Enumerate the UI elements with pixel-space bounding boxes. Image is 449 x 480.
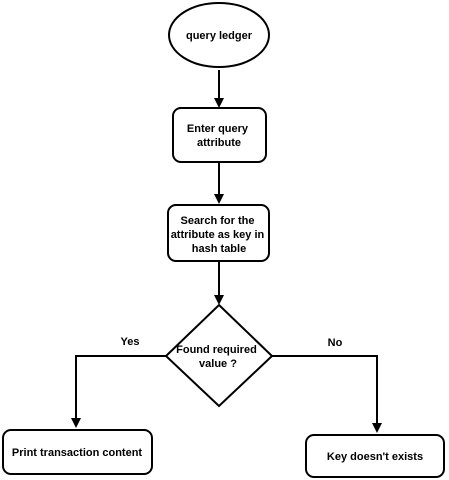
key-missing-node: Key doesn't exists: [305, 434, 445, 478]
key-missing-line-1: Key doesn't exists: [327, 451, 423, 463]
yes-label: Yes: [121, 336, 140, 348]
no-label: No: [328, 337, 343, 349]
search-line-3: hash table: [192, 243, 246, 255]
decision-node: Found required value ?: [164, 303, 274, 408]
start-node-label: query ledger: [186, 30, 253, 42]
enter-query-line-2: attribute: [197, 137, 241, 149]
enter-query-node: Enter query attribute: [172, 107, 267, 163]
search-line-1: Search for the: [180, 215, 254, 227]
print-transaction-label: Print transaction content: [12, 447, 143, 459]
enter-query-label: Enter query attribute: [187, 123, 251, 149]
decision-label: Found required value ?: [176, 344, 260, 370]
start-label-line-1: query ledger: [186, 30, 253, 42]
decision-line-1: Found required: [176, 344, 257, 356]
start-ellipse: [168, 2, 270, 68]
enter-query-line-1: Enter query: [187, 123, 249, 135]
search-box: [167, 204, 270, 262]
decision-line-2: value ?: [199, 358, 237, 370]
key-missing-label: Key doesn't exists: [327, 451, 423, 463]
search-label: Search for the attribute as key in hash …: [171, 215, 268, 255]
edge-decision-yes: [71, 355, 166, 428]
print-transaction-box: [2, 429, 153, 475]
search-node: Search for the attribute as key in hash …: [167, 204, 270, 262]
key-missing-box: [305, 434, 445, 478]
edge-decision-no: [272, 355, 382, 433]
start-node: query ledger: [168, 2, 270, 68]
print-transaction-node: Print transaction content: [2, 429, 153, 475]
print-transaction-line-1: Print transaction content: [12, 447, 143, 459]
enter-query-box: [172, 107, 267, 163]
decision-diamond: [164, 303, 274, 408]
search-line-2: attribute as key in: [171, 229, 265, 241]
